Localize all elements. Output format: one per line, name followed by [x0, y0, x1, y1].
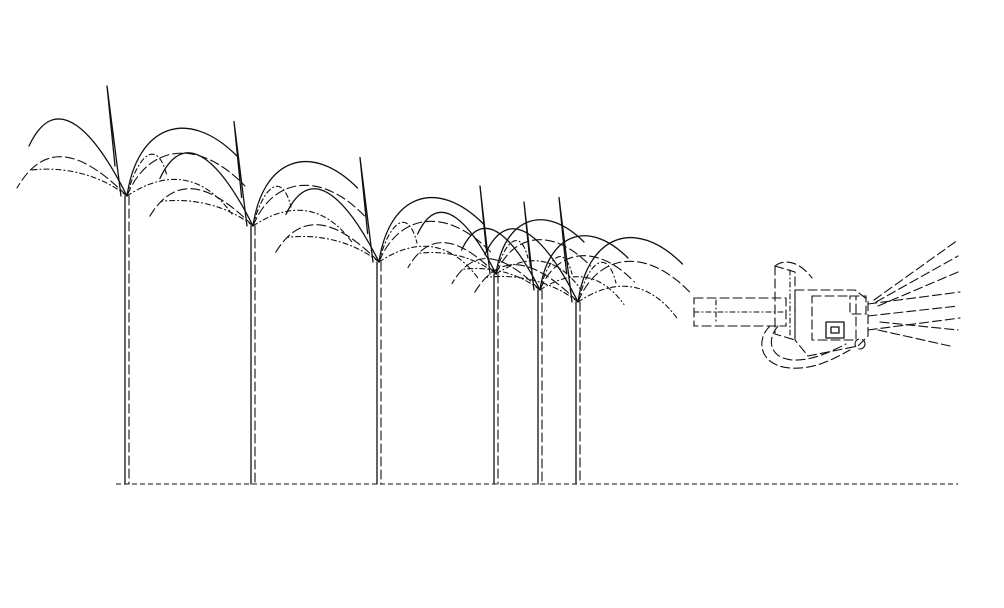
plant-leaf-left-1 [285, 188, 380, 263]
device-collar-top [774, 261, 813, 279]
device-housing-face [811, 295, 857, 341]
plant-leaf-right-3 [252, 185, 292, 227]
plant-leaf-right-3 [378, 221, 418, 263]
plant-leaf-right-2 [539, 255, 635, 291]
plant-leaf-right-3 [577, 261, 617, 303]
device-hose-inner [770, 325, 847, 361]
plant-leaf-right-1 [539, 235, 629, 291]
plant-leaf-left-1 [159, 152, 254, 227]
plant-leaf-left-3 [287, 236, 380, 263]
plant-leaf-right-1 [126, 127, 238, 197]
plant-leaf-left-3 [486, 276, 579, 303]
plant-leaf-left-2 [407, 242, 497, 275]
plant-leaf-right-2 [126, 152, 246, 197]
plant-leaf-right-2 [577, 260, 691, 303]
plant-leaf-left-2 [147, 188, 254, 227]
device-housing [794, 289, 869, 357]
plant-leaf-left-1 [460, 227, 541, 291]
device-hose [761, 325, 851, 369]
plant-spike-leaf [359, 156, 374, 263]
plant-leaf-right-3 [539, 256, 573, 291]
plant-leaf-right-4 [495, 260, 581, 289]
device-bolt [854, 338, 866, 350]
plant-leaf-left-1 [484, 228, 579, 303]
plant-leaf-right-1 [252, 161, 359, 227]
plant [273, 156, 492, 485]
plant-leaf-right-4 [539, 276, 625, 305]
plant-leaf-left-3 [30, 168, 128, 197]
plant-leaf-right-2 [378, 220, 492, 263]
plant-spike-leaf [558, 196, 573, 303]
plant-spike-leaf [233, 120, 248, 227]
device-spray [873, 239, 959, 347]
device-collar [774, 265, 796, 341]
plant [472, 196, 691, 485]
plant-spike-leaf [106, 85, 122, 197]
device-control-box [825, 321, 845, 339]
plant-leaf-right-1 [495, 219, 585, 275]
plant-leaf-left-2 [16, 156, 128, 197]
plant-leaf-right-4 [252, 209, 354, 244]
plant [451, 201, 635, 485]
plant-row [16, 85, 691, 485]
harvester-head [693, 239, 961, 369]
plant-leaf-left-2 [451, 258, 541, 291]
plant-leaf-right-1 [577, 237, 684, 303]
plant-leaf-left-2 [472, 264, 579, 303]
plant-leaf-right-3 [126, 153, 168, 197]
plant-leaf-right-1 [378, 197, 485, 263]
plant-leaf-right-4 [378, 245, 480, 280]
plant-leaf-left-3 [418, 252, 497, 275]
plant-leaf-left-3 [462, 268, 541, 291]
device-nozzle [867, 291, 961, 331]
plant-leaf-left-1 [28, 118, 128, 197]
plant [16, 85, 246, 485]
plant-leaf-right-2 [252, 184, 366, 227]
plant-leaf-left-2 [273, 224, 380, 263]
plant-leaf-right-3 [495, 240, 529, 275]
plant-leaf-left-3 [161, 200, 254, 227]
plant-leaf-right-2 [495, 239, 591, 275]
plant-spike-leaf [523, 201, 535, 291]
plant-leaf-right-4 [577, 285, 679, 320]
device-upper-box [849, 295, 867, 315]
device-control-button [830, 326, 840, 334]
plant [147, 120, 366, 485]
plant-leaf-right-4 [126, 178, 233, 215]
plant-leaf-left-1 [416, 211, 497, 275]
